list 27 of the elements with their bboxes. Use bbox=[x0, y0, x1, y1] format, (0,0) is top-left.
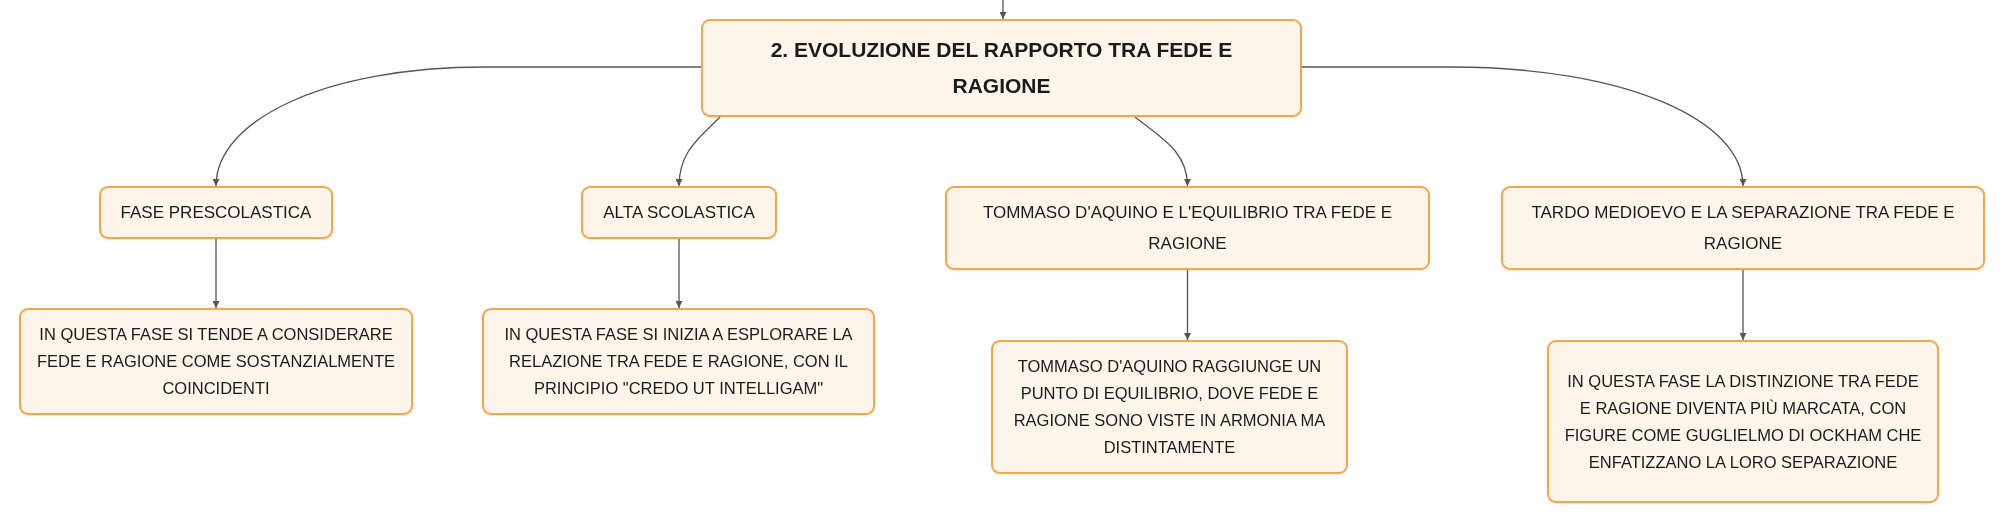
connector-arrow bbox=[1184, 269, 1191, 341]
description-text: IN QUESTA FASE SI INIZIA A ESPLORARE LA RELAZIONE TRA FEDE E RAGIONE, CON IL PRINCIPIO "CREDO UT INTELLIGAM" bbox=[503, 324, 854, 399]
description-box bbox=[991, 340, 1348, 474]
connector-arrow bbox=[213, 66, 702, 187]
subtopic-box bbox=[1501, 186, 1985, 270]
description-text: IN QUESTA FASE SI TENDE A CONSIDERARE FEDE E RAGIONE COME SOSTANZIALMENTE COINCIDENTI bbox=[35, 324, 397, 399]
description-text: IN QUESTA FASE LA DISTINZIONE TRA FEDE E RAGIONE DIVENTA PIÙ MARCATA, CON FIGURE COME GUGLIELMO DI OCKHAM CHE ENFATIZZANO LA LORO SEPARAZIONE bbox=[1563, 370, 1923, 473]
connector-arrow bbox=[212, 238, 220, 309]
subtopic-text: FASE PRESCOLASTICA bbox=[120, 202, 312, 224]
subtopic-box bbox=[945, 186, 1430, 270]
description-box bbox=[19, 308, 413, 415]
connector-arrow bbox=[675, 238, 683, 309]
subtopic-text: TARDO MEDIOEVO E LA SEPARAZIONE TRA FEDE E RAGIONE bbox=[1530, 202, 1956, 255]
subtopic-text: ALTA SCOLASTICA bbox=[603, 202, 755, 224]
subtopic-box bbox=[581, 186, 777, 239]
connector-arrow bbox=[675, 116, 721, 187]
connector-arrow bbox=[1739, 269, 1747, 341]
connector-arrow bbox=[1134, 116, 1191, 187]
connector-arrow bbox=[999, 0, 1007, 20]
description-box bbox=[482, 308, 875, 415]
connector-arrow bbox=[1301, 66, 1746, 187]
main-topic-box bbox=[701, 19, 1302, 117]
main-topic-text: 2. EVOLUZIONE DEL RAPPORTO TRA FEDE E RAGIONE bbox=[769, 37, 1234, 99]
description-text: TOMMASO D'AQUINO RAGGIUNGE UN PUNTO DI EQUILIBRIO, DOVE FEDE E RAGIONE SONO VISTE IN ARMONIA MA DISTINTAMENTE bbox=[1012, 356, 1327, 458]
description-box bbox=[1547, 340, 1939, 503]
subtopic-box bbox=[99, 186, 333, 239]
subtopic-text: TOMMASO D'AQUINO E L'EQUILIBRIO TRA FEDE E RAGIONE bbox=[981, 202, 1394, 255]
